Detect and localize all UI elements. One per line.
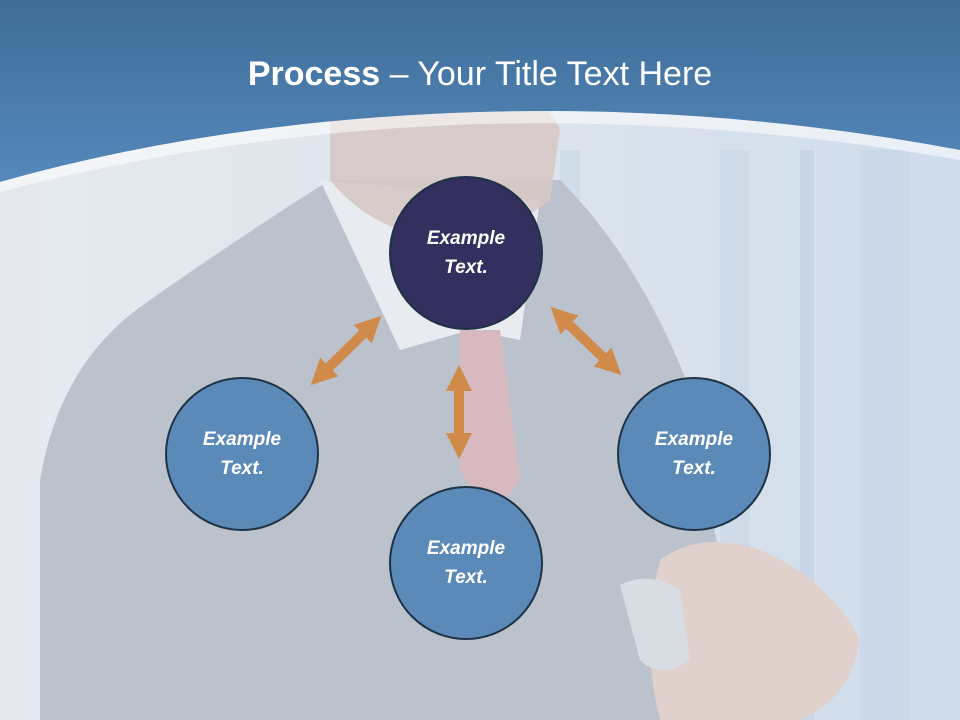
title-bold: Process xyxy=(247,55,381,93)
node-bottom-label: Example Text. xyxy=(426,538,506,588)
node-center-label: Example Text. xyxy=(426,228,506,278)
arrow-center-left xyxy=(310,315,382,386)
header-band xyxy=(0,0,960,192)
node-right: Example Text. xyxy=(617,377,771,531)
title-rest: – Your Title Text Here xyxy=(380,55,713,93)
arrow-center-right xyxy=(550,306,622,376)
slide-title: Process – Your Title Text Here xyxy=(0,52,960,96)
node-center: Example Text. xyxy=(389,176,543,330)
node-bottom: Example Text. xyxy=(389,486,543,640)
node-left: Example Text. xyxy=(165,377,319,531)
node-right-label: Example Text. xyxy=(654,429,734,479)
node-left-label: Example Text. xyxy=(202,429,282,479)
